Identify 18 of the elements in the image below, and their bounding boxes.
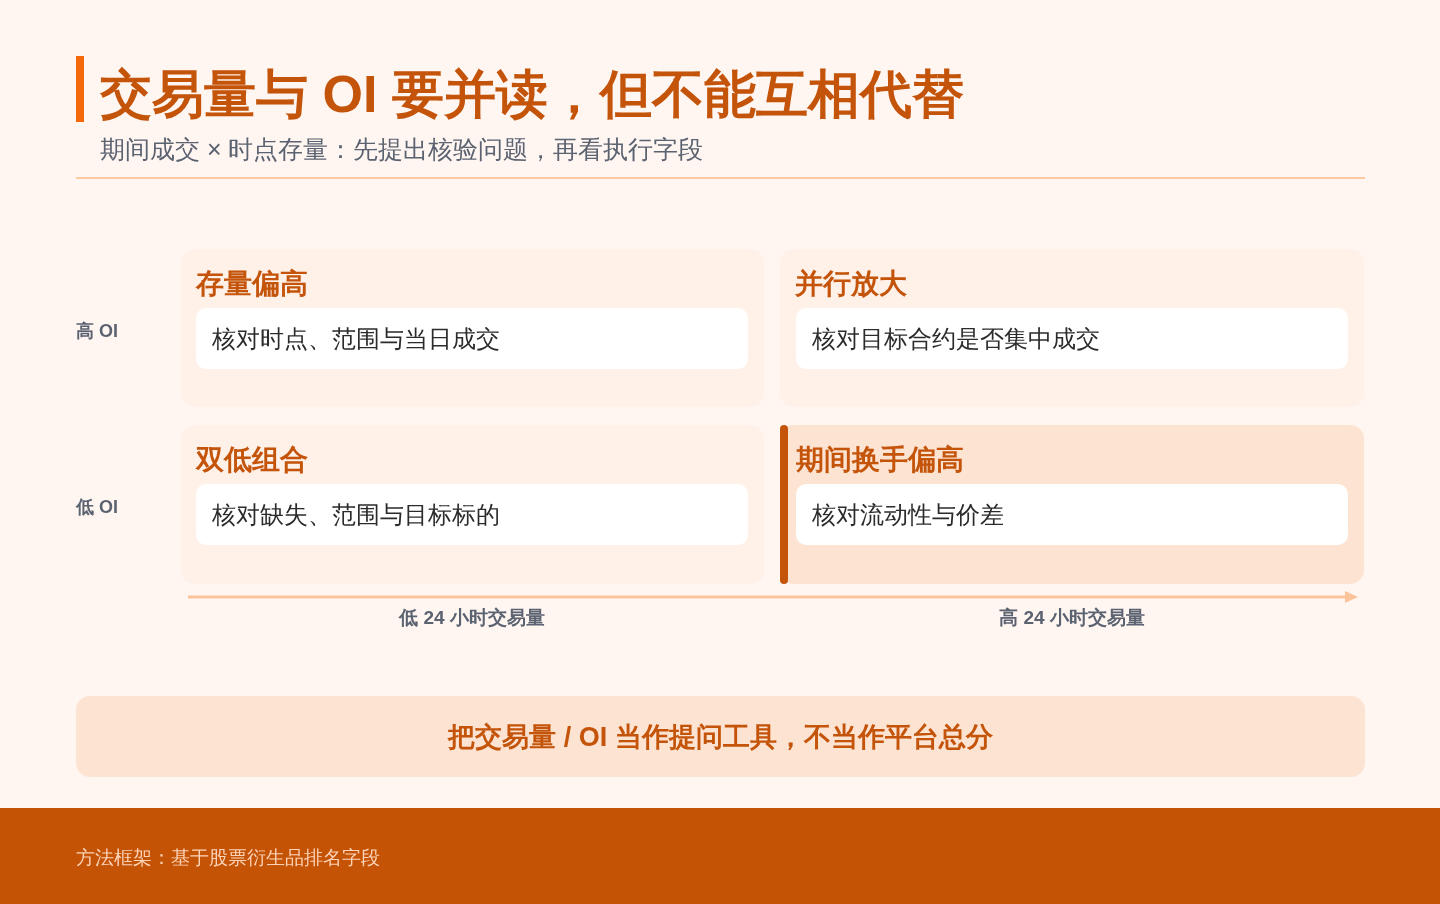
footer-bar: [0, 808, 1440, 904]
note-box: 核对目标合约是否集中成交: [796, 308, 1348, 369]
title: 交易量与 OI 要并读，但不能互相代替: [100, 64, 964, 125]
row-label: 低 OI: [76, 496, 118, 518]
card-heading: 双低组合: [196, 443, 308, 477]
card-heading: 存量偏高: [196, 267, 308, 301]
row-label: 高 OI: [76, 320, 118, 342]
axis-label: 高 24 小时交易量: [999, 606, 1145, 630]
card-heading: 并行放大: [795, 267, 907, 301]
subtitle: 期间成交 × 时点存量：先提出核验问题，再看执行字段: [100, 134, 704, 165]
note-box: 核对缺失、范围与目标标的: [196, 484, 748, 545]
footer-note: 方法框架：基于股票衍生品排名字段: [76, 846, 380, 870]
note-box: 核对流动性与价差: [796, 484, 1348, 545]
summary-banner: 把交易量 / OI 当作提问工具，不当作平台总分: [76, 696, 1365, 777]
note-box: 核对时点、范围与当日成交: [196, 308, 748, 369]
axis-label: 低 24 小时交易量: [399, 606, 545, 630]
card-heading: 期间换手偏高: [796, 443, 964, 477]
quadrant-panel: [780, 425, 1364, 584]
